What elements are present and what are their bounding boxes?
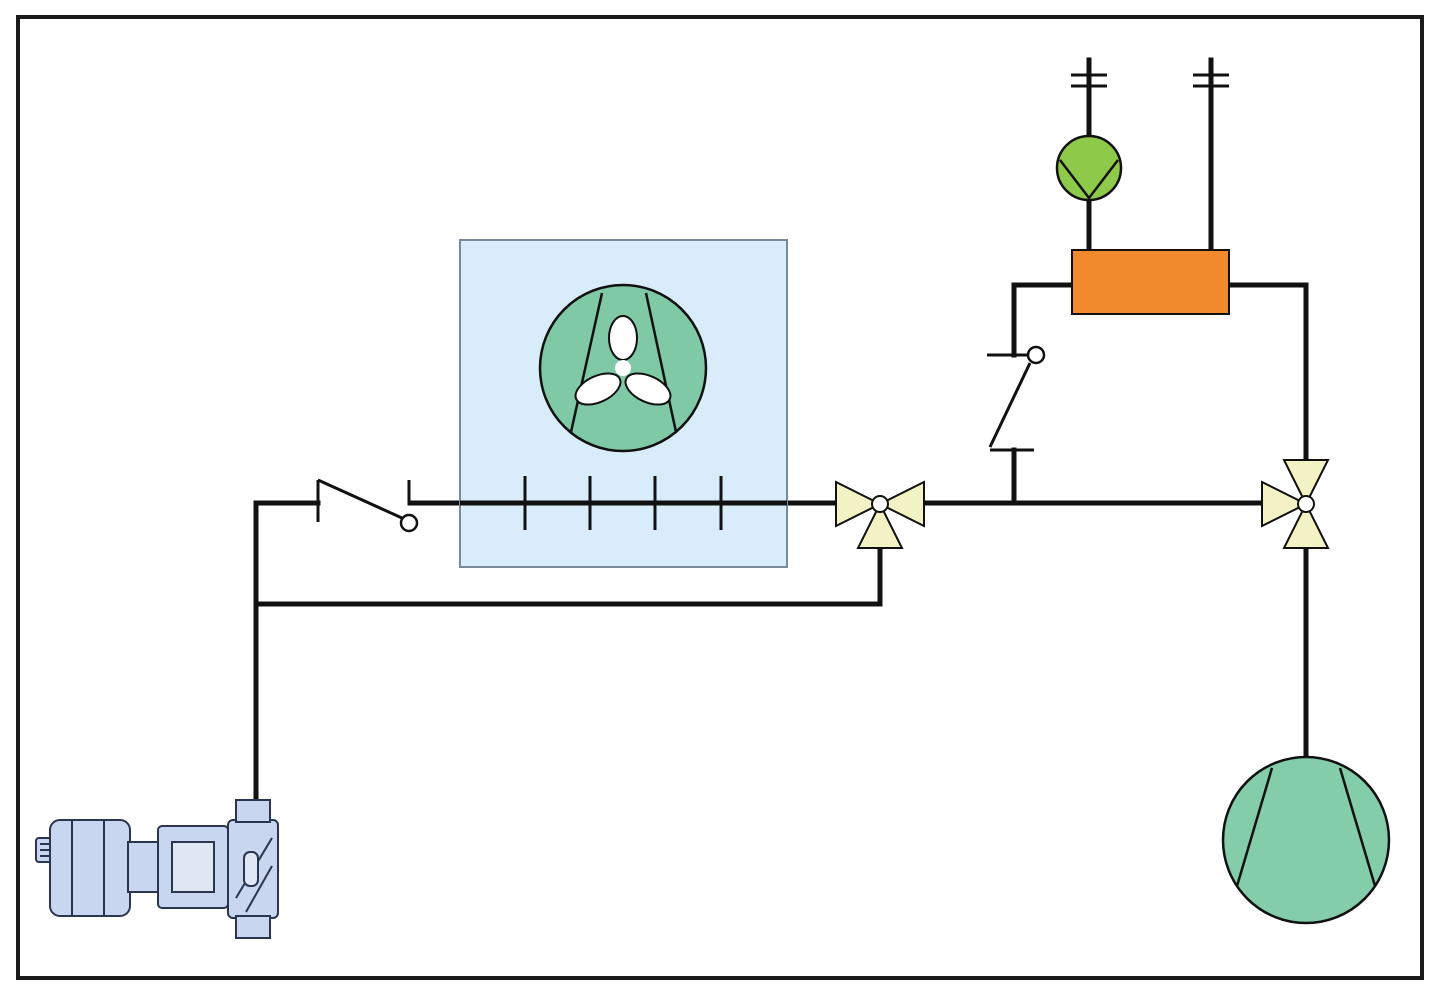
fan-icon bbox=[538, 283, 708, 453]
pipe-heater-right bbox=[1226, 282, 1309, 463]
terminal-ticks bbox=[1071, 73, 1229, 88]
motor-icon bbox=[35, 799, 279, 939]
three-way-valve-icon bbox=[835, 480, 925, 549]
compressor-icon bbox=[1221, 755, 1391, 925]
pipe-to-heater-left bbox=[1011, 282, 1075, 358]
pump-icon bbox=[1055, 134, 1123, 202]
pipe-network bbox=[253, 57, 1309, 803]
switch-icon bbox=[316, 478, 419, 533]
three-way-valve-icon-right bbox=[1261, 459, 1330, 549]
condenser-coil-ticks bbox=[523, 476, 723, 530]
pipe-bottom-return bbox=[253, 542, 883, 607]
switch-icon-right bbox=[987, 345, 1046, 452]
condenser-unit bbox=[459, 239, 788, 568]
heater-block bbox=[1071, 249, 1230, 315]
